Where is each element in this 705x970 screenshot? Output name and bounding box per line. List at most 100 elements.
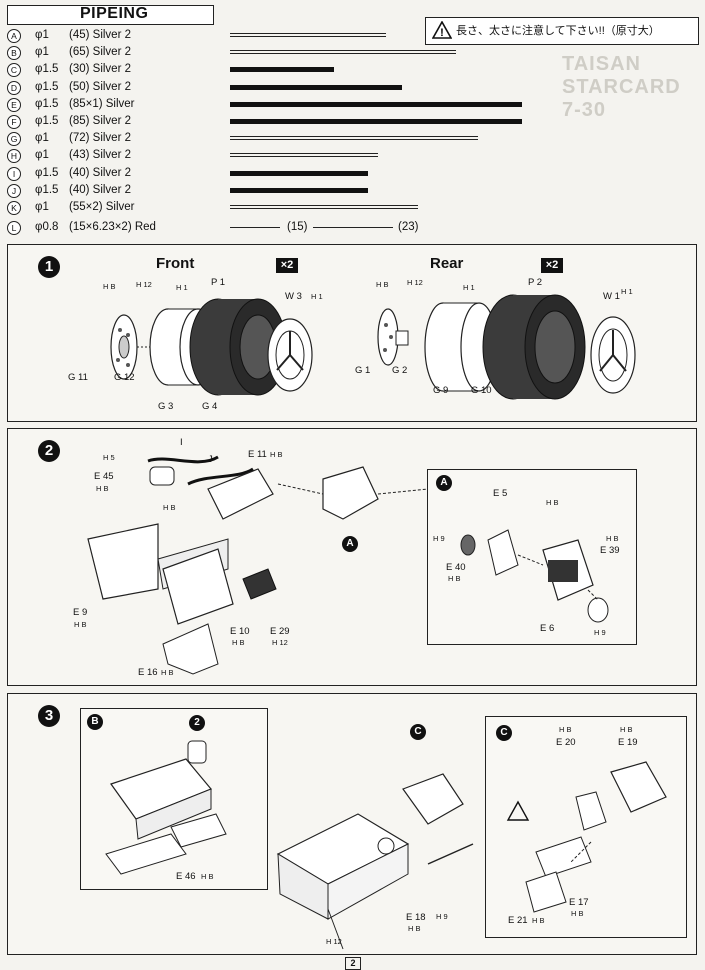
part-label: H B	[103, 282, 116, 291]
part-label: H B	[571, 909, 584, 918]
part-label: E 21	[508, 915, 528, 926]
callout-marker: A	[342, 536, 358, 552]
piping-title: PIPEING	[80, 5, 149, 22]
pipe-description: (40) Silver 2	[69, 166, 131, 179]
pipe-description: (43) Silver 2	[69, 149, 131, 162]
pipe-letter: A	[7, 29, 21, 43]
pipe-diameter: φ1.5	[35, 166, 59, 179]
svg-text:!: !	[440, 27, 444, 39]
part-label: I	[180, 437, 183, 448]
part-label: G 11	[68, 372, 88, 383]
part-label: G 12	[114, 372, 135, 383]
part-label: H B	[163, 503, 176, 512]
pipe-length-bar	[230, 84, 402, 90]
part-label: H B	[408, 924, 421, 933]
rear-wheel-diagram	[377, 294, 636, 400]
front-heading: Front	[156, 255, 195, 272]
pipe-diameter: φ1.5	[35, 97, 59, 110]
pipe-letter: F	[7, 115, 21, 129]
pipe-diameter: φ1.5	[35, 183, 59, 196]
part-label: H 12	[407, 278, 423, 287]
pipe-diameter: φ1	[35, 46, 49, 59]
step-2-panel: 2 A H 5 E 45 H B H B I J E 11 H B E 9 H …	[7, 428, 697, 686]
pipe-letter: C	[7, 63, 21, 78]
part-label: E 16	[138, 667, 158, 678]
pipe-L-length-1: (15)	[287, 221, 308, 233]
part-label: H B	[546, 498, 559, 507]
warning-icon: !	[432, 21, 452, 39]
subassembly-C-diagram	[506, 761, 667, 913]
part-label: H 1	[176, 283, 188, 292]
pipe-letter: D	[7, 80, 21, 95]
part-label: H B	[448, 574, 461, 583]
callout-marker: 2	[189, 715, 205, 731]
part-label: H 9	[436, 912, 448, 921]
part-label: H 1	[621, 287, 633, 296]
part-label: H B	[201, 872, 214, 881]
pipe-length-bar	[230, 33, 386, 37]
pipe-description: (65) Silver 2	[69, 46, 131, 59]
part-label: H 12	[136, 280, 152, 289]
part-label: P 1	[211, 277, 226, 288]
rear-heading: Rear	[430, 255, 464, 272]
pipe-L-length-2: (23)	[398, 221, 419, 233]
pipe-L-segment-1	[230, 227, 280, 228]
pipe-length-bar	[230, 119, 522, 124]
pipe-length-bar	[230, 205, 418, 209]
page-number: 2	[345, 957, 361, 970]
pipe-diameter: φ1	[35, 132, 49, 145]
callout-marker: A	[436, 475, 452, 491]
part-label: H 1	[311, 292, 323, 301]
pipe-letter: K	[7, 201, 21, 215]
callout-marker: C	[410, 724, 426, 740]
pipe-length-bar	[230, 101, 522, 107]
pipe-letter: I	[7, 166, 21, 181]
part-label: J	[208, 454, 213, 465]
pipe-description: (50) Silver 2	[69, 80, 131, 93]
pipe-letter: B	[7, 46, 21, 61]
subassembly-B-box: B 2 E 46 H B	[80, 708, 268, 890]
pipe-letter: J	[7, 183, 21, 198]
engine-assembly-diagram	[87, 455, 428, 675]
pipe-description: (45) Silver 2	[69, 29, 131, 41]
part-label: E 11	[248, 449, 267, 460]
part-label: H B	[74, 620, 87, 629]
part-label: E 45	[94, 471, 114, 482]
pipe-description: (30) Silver 2	[69, 63, 131, 76]
part-label: E 9	[73, 607, 88, 618]
front-wheel-diagram	[110, 298, 313, 396]
pipe-row-L: L φ0.8 (15×6.23×2) Red (15) (23)	[7, 219, 697, 236]
pipe-diameter: φ1	[35, 201, 49, 213]
pipe-description: (85×1) Silver	[69, 97, 135, 110]
pipe-description: (15×6.23×2) Red	[69, 221, 156, 233]
warning-note-box	[425, 17, 699, 45]
piping-panel: PIPEING ! 長さ、太さに注意して下さい!!（原寸大） TAISAN ST…	[7, 5, 699, 238]
pipe-length-bar	[230, 170, 368, 176]
step-1-panel: 1 Front ×2 Rear ×2 H B H 12 H 1 P 1 W 3 …	[7, 244, 697, 422]
pipe-description: (85) Silver 2	[69, 115, 131, 127]
part-label: W 3	[285, 291, 302, 302]
pipe-description: (55×2) Silver	[69, 201, 135, 213]
part-label: E 6	[540, 623, 555, 634]
pipe-letter: H	[7, 149, 21, 164]
part-label: H B	[96, 484, 109, 493]
part-label: P 2	[528, 277, 543, 288]
part-label: G 9	[433, 385, 449, 396]
part-label: H 1	[463, 283, 475, 292]
pipe-length-bar	[230, 136, 478, 141]
callout-marker: C	[496, 725, 512, 741]
pipe-length-bar	[230, 153, 378, 158]
pipe-diameter: φ1	[35, 29, 49, 41]
part-label: H B	[532, 916, 545, 925]
subassembly-A-diagram	[460, 529, 609, 623]
